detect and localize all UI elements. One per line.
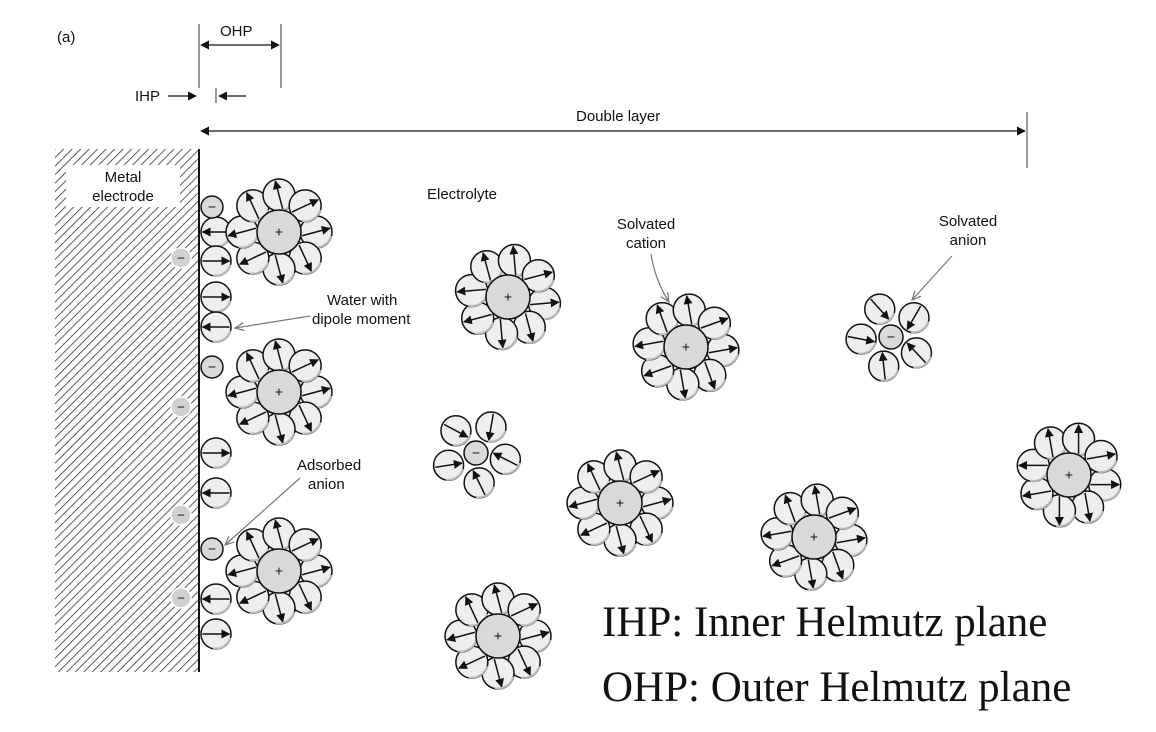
cation: + [486,275,530,319]
solvated-cation: + [226,518,332,624]
water-molecule [869,351,899,381]
metal-electrode-label-2: electrode [92,188,154,205]
surface-charge-sign: − [177,400,185,415]
cation-sign: + [810,529,818,545]
cation: + [664,325,708,369]
ihp-label: IHP [135,88,160,105]
cation: + [792,515,836,559]
adsorbed-anion: − [201,538,223,560]
electrolyte-label: Electrolyte [427,186,497,203]
solvated-cation: + [567,450,673,556]
solvated-cation: + [226,179,332,285]
solvated-anion: − [434,412,521,498]
solvated-cation: + [226,339,332,445]
solvated-anion-label-1: Solvated [939,213,997,230]
surface-charge: − [171,505,191,525]
cation-sign: + [275,384,283,400]
water-molecule [201,584,231,614]
cation: + [257,210,301,254]
cation: + [476,614,520,658]
adsorbed-anion: − [201,196,223,218]
surface-charge: − [171,397,191,417]
surface-charge: − [171,248,191,268]
anion: − [464,441,488,465]
surface-charge: − [171,588,191,608]
water-label-2: dipole moment [312,311,411,328]
surface-charge-sign: − [177,591,185,606]
adsorbed-anion: − [201,356,223,378]
solvated-anion: − [846,294,931,381]
double-layer-dimension: Double layer [201,108,1027,168]
surface-charge-sign: − [177,251,185,266]
cation: + [1047,453,1091,497]
cation-sign: + [616,495,624,511]
solvated-anion-label-2: anion [950,232,987,249]
solvated-cation-pointer [651,254,669,302]
cation-sign: + [275,224,283,240]
cation: + [598,481,642,525]
solvated-cation-label-2: cation [626,235,666,252]
water-molecule [899,303,929,333]
panel-label: (a) [57,29,75,46]
adsorbed-anion-label-1: Adsorbed [297,457,361,474]
cation-sign: + [504,289,512,305]
water-molecule [441,416,471,446]
water-label-1: Water with [327,292,397,309]
water-molecule [901,338,931,368]
solvated-cation: + [445,583,551,689]
water-molecule [201,282,231,312]
ohp-dimension: OHP [199,23,281,88]
water-molecule [846,324,876,354]
adsorbed-anion-sign: − [208,359,216,375]
solvated-cation: + [1017,423,1120,526]
ohp-label: OHP [220,23,253,40]
adsorbed-anion-sign: − [208,199,216,215]
solvated-anion-pointer [912,256,952,300]
water-molecule [201,438,231,468]
water-molecule [464,468,494,498]
anion-sign: − [887,329,895,345]
solvated-cation: + [633,294,739,400]
water-molecule [201,619,231,649]
surface-charge-sign: − [177,508,185,523]
water-pointer [235,316,310,328]
metal-electrode-label-1: Metal [105,169,142,186]
legend-ihp: IHP: Inner Helmutz plane [602,598,1047,648]
water-molecule [201,246,231,276]
cation-sign: + [1065,467,1073,483]
solvated-cation-label-1: Solvated [617,216,675,233]
cation: + [257,370,301,414]
inner-layer-water: − − − [201,196,231,649]
anion: − [879,325,903,349]
cation-sign: + [682,339,690,355]
cation-sign: + [275,563,283,579]
legend-ohp: OHP: Outer Helmutz plane [602,663,1071,713]
water-molecule [476,412,506,442]
cation: + [257,549,301,593]
ihp-dimension: IHP [135,88,246,105]
solvated-cation: + [456,245,561,350]
water-molecule [490,444,520,474]
water-molecule [434,450,464,480]
water-molecule [201,312,231,342]
anion-sign: − [472,445,480,461]
solvated-cation: + [761,484,867,590]
double-layer-label: Double layer [576,108,660,125]
adsorbed-anion-sign: − [208,541,216,557]
adsorbed-anion-label-2: anion [308,476,345,493]
water-molecule [865,294,895,324]
water-molecule [201,478,231,508]
cation-sign: + [494,628,502,644]
